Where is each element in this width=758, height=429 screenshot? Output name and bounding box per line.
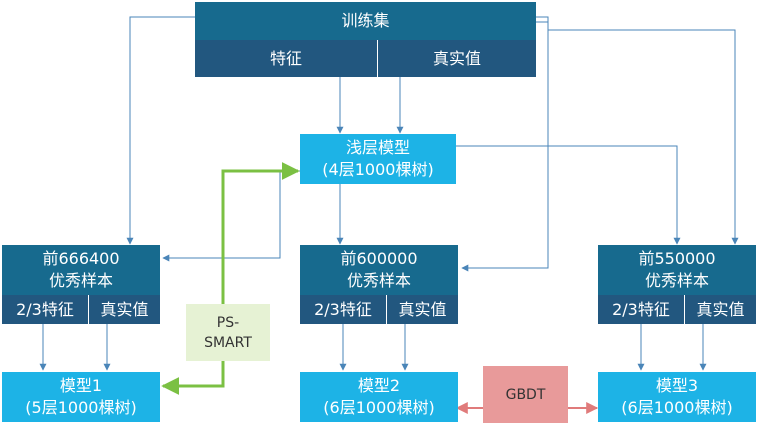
gbdt-box: GBDT <box>483 366 568 423</box>
ps-smart-line1: PS- <box>216 314 240 331</box>
arrow-train-to-subset2 <box>461 21 549 272</box>
arrow-shallow-to-subset3 <box>456 145 681 245</box>
subset2-label-label: 真实值 <box>398 299 447 319</box>
ps-smart-box: PS- SMART <box>186 304 270 361</box>
shallow-model-name: 浅层模型 <box>345 138 410 157</box>
model1-config: (5层1000棵树) <box>25 398 137 417</box>
subset1-desc: 优秀样本 <box>48 271 113 290</box>
subset3-desc: 优秀样本 <box>644 271 709 290</box>
training-set-label-box: 真实值 <box>377 40 536 77</box>
model2-name: 模型2 <box>357 376 401 395</box>
model2-box: 模型2 (6层1000棵树) <box>300 372 458 422</box>
training-set-feature-box: 特征 <box>195 40 377 77</box>
subset2-feature-box: 2/3特征 <box>300 295 386 324</box>
model2-config: (6层1000棵树) <box>323 398 435 417</box>
subset2-label-box: 真实值 <box>386 295 458 324</box>
subset2-desc: 优秀样本 <box>346 271 411 290</box>
subset3-label-box: 真实值 <box>684 295 756 324</box>
arrow-train-to-subset1 <box>126 16 195 245</box>
subset1-count: 前666400 <box>42 249 120 268</box>
subset1-feature-label: 2/3特征 <box>16 299 74 319</box>
subset3-count: 前550000 <box>638 249 716 268</box>
gbdt-label: GBDT <box>505 386 546 403</box>
subset2-feature-label: 2/3特征 <box>314 299 372 319</box>
arrow-shallow-to-subset1 <box>162 170 300 262</box>
ps-smart-connector <box>161 162 300 395</box>
subset2-count: 前600000 <box>340 249 418 268</box>
arrow-train-to-subset3 <box>536 16 739 245</box>
training-set-box: 训练集 <box>195 2 536 40</box>
model1-box: 模型1 (5层1000棵树) <box>2 372 160 422</box>
subset3-feature-label: 2/3特征 <box>612 299 670 319</box>
subset1-box: 前666400 优秀样本 <box>2 245 160 295</box>
training-set-title: 训练集 <box>341 11 390 30</box>
shallow-model-config: (4层1000棵树) <box>322 160 434 179</box>
ps-smart-line2: SMART <box>204 334 252 351</box>
subset2-box: 前600000 优秀样本 <box>300 245 458 295</box>
subset3-box: 前550000 优秀样本 <box>598 245 756 295</box>
shallow-model-box: 浅层模型 (4层1000棵树) <box>300 134 456 184</box>
subset1-label-label: 真实值 <box>100 299 149 319</box>
subset1-label-box: 真实值 <box>88 295 160 324</box>
subset3-label-label: 真实值 <box>696 299 745 319</box>
subset3-feature-box: 2/3特征 <box>598 295 684 324</box>
training-set-label-label: 真实值 <box>432 48 481 68</box>
model3-config: (6层1000棵树) <box>621 398 733 417</box>
model3-box: 模型3 (6层1000棵树) <box>598 372 756 422</box>
subset1-feature-box: 2/3特征 <box>2 295 88 324</box>
model3-name: 模型3 <box>655 376 699 395</box>
training-set-feature-label: 特征 <box>269 48 302 68</box>
model1-name: 模型1 <box>59 376 103 395</box>
